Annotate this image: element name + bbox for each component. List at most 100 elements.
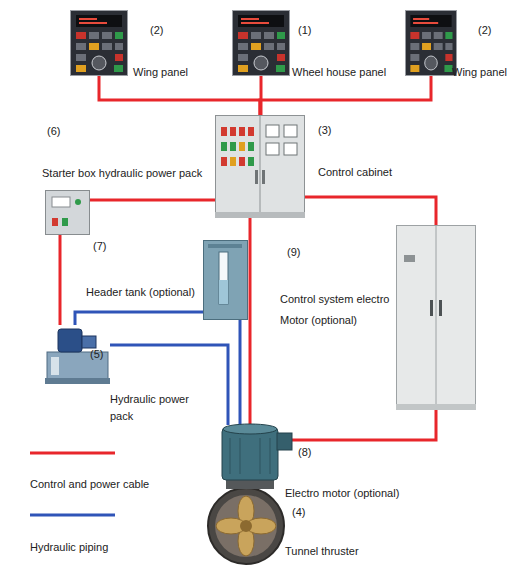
node-sublabel: Tunnel thruster bbox=[285, 545, 359, 558]
cabinet-button bbox=[221, 157, 227, 166]
callout-number: (1) bbox=[298, 24, 311, 37]
motor-cap bbox=[223, 424, 277, 434]
cabinet-button bbox=[221, 127, 227, 136]
door-handle bbox=[262, 170, 265, 184]
callout-number: (5) bbox=[90, 348, 103, 361]
node-label: Hydraulic power pack bbox=[110, 391, 195, 425]
node-label: Header tank (optional) bbox=[86, 286, 195, 299]
cabinet-base bbox=[396, 404, 476, 410]
starter-lamp bbox=[75, 199, 81, 205]
starter-button bbox=[52, 218, 58, 226]
wing-panel-picture bbox=[71, 11, 128, 76]
wing-panel: Wing panel bbox=[70, 10, 128, 76]
callout-number: (2) bbox=[150, 24, 163, 37]
wing-panel: Wing panel bbox=[405, 10, 457, 76]
wheelhouse-panel-picture bbox=[233, 11, 290, 76]
node-label: Starter box hydraulic power pack bbox=[42, 167, 202, 180]
wing-panel-picture bbox=[405, 11, 456, 76]
propeller-hub bbox=[240, 520, 252, 532]
legend-pipe-sample bbox=[30, 514, 115, 517]
starter-box: Starter box hydraulic power pack bbox=[45, 190, 90, 235]
hydraulic-pipe bbox=[110, 345, 228, 425]
motor-fin bbox=[240, 438, 241, 474]
cabinet-button bbox=[248, 142, 254, 151]
power-cable bbox=[305, 197, 436, 225]
cabinet-button bbox=[230, 127, 236, 136]
legend-cable-sample bbox=[30, 452, 115, 455]
control-cabinet: Control cabinet bbox=[215, 115, 305, 218]
cabinet-button bbox=[230, 157, 236, 166]
header-tank: Header tank (optional) bbox=[203, 240, 248, 320]
door-split bbox=[260, 116, 261, 212]
callout-number: (3) bbox=[318, 124, 331, 137]
cabinet-button bbox=[239, 157, 245, 166]
tunnel-inside bbox=[215, 495, 277, 557]
tank-cap bbox=[208, 244, 242, 248]
power-cable bbox=[260, 76, 431, 115]
motor-fin bbox=[230, 438, 231, 474]
cabinet-button bbox=[248, 157, 254, 166]
wheelhouse-panel: Wheel house panel bbox=[232, 10, 290, 76]
tunnel-ring bbox=[208, 488, 284, 564]
cabinet-meter bbox=[284, 143, 297, 155]
hydraulic-pipe bbox=[239, 320, 242, 425]
power-cable bbox=[90, 199, 215, 202]
cabinet-body bbox=[397, 226, 476, 410]
control-cabinet-picture bbox=[215, 116, 305, 219]
tunnel-thruster: Electro motor (optional)Tunnel thruster bbox=[200, 425, 292, 565]
node-label: Control cabinet bbox=[318, 166, 392, 179]
starter-box-picture bbox=[46, 191, 90, 235]
node-label: Wheel house panel bbox=[292, 66, 386, 79]
cabinet-body bbox=[216, 116, 305, 213]
starter-button bbox=[62, 218, 68, 226]
door-handle bbox=[255, 170, 258, 184]
callout-number: (9) bbox=[287, 246, 300, 259]
motor-body bbox=[222, 428, 278, 480]
pump-motor bbox=[58, 329, 82, 352]
door-handle bbox=[430, 300, 433, 316]
node-label: Wing panel bbox=[452, 66, 507, 79]
terminal-box bbox=[277, 433, 292, 450]
power-cable bbox=[292, 410, 436, 440]
motor-fin bbox=[260, 438, 261, 474]
cabinet-button bbox=[239, 127, 245, 136]
callout-number: (2) bbox=[478, 24, 491, 37]
power-cable bbox=[249, 218, 252, 425]
pump-head bbox=[82, 336, 96, 348]
cabinet-button bbox=[221, 142, 227, 151]
control-system-cabinet-picture bbox=[396, 226, 476, 411]
node-label: Electro motor (optional) bbox=[285, 487, 399, 500]
legend-text: Control and power cable bbox=[30, 478, 149, 491]
oil-level bbox=[219, 280, 228, 304]
pack-gauge bbox=[51, 357, 59, 375]
thruster-picture bbox=[208, 424, 292, 564]
cabinet-button bbox=[239, 142, 245, 151]
hydraulic-pipe bbox=[75, 312, 203, 325]
cabinet-button bbox=[248, 127, 254, 136]
power-cable bbox=[99, 76, 260, 115]
motor-fin bbox=[270, 438, 271, 474]
door-handle bbox=[439, 300, 442, 316]
callout-number: (4) bbox=[292, 506, 305, 519]
callout-number: (7) bbox=[93, 240, 106, 253]
hydraulic-power-pack-picture bbox=[45, 329, 110, 384]
cabinet-base bbox=[215, 212, 305, 218]
cabinet-button bbox=[230, 142, 236, 151]
starter-box-body bbox=[46, 191, 90, 235]
pack-base bbox=[45, 378, 110, 384]
node-label: Control system electro Motor (optional) bbox=[280, 289, 402, 331]
power-cable bbox=[59, 235, 62, 325]
starter-window bbox=[52, 197, 70, 207]
header-tank-picture bbox=[204, 241, 248, 320]
control-system-cabinet: Control system electro Motor (optional) bbox=[396, 225, 476, 410]
door-split bbox=[436, 226, 437, 404]
cabinet-meter bbox=[266, 125, 279, 137]
cabinet-meter bbox=[266, 143, 279, 155]
legend-text: Hydraulic piping bbox=[30, 541, 108, 554]
cabinet-meter bbox=[284, 125, 297, 137]
cabinet-display bbox=[404, 255, 415, 262]
sight-glass bbox=[219, 252, 228, 304]
callout-number: (8) bbox=[298, 446, 311, 459]
callout-number: (6) bbox=[47, 125, 60, 138]
